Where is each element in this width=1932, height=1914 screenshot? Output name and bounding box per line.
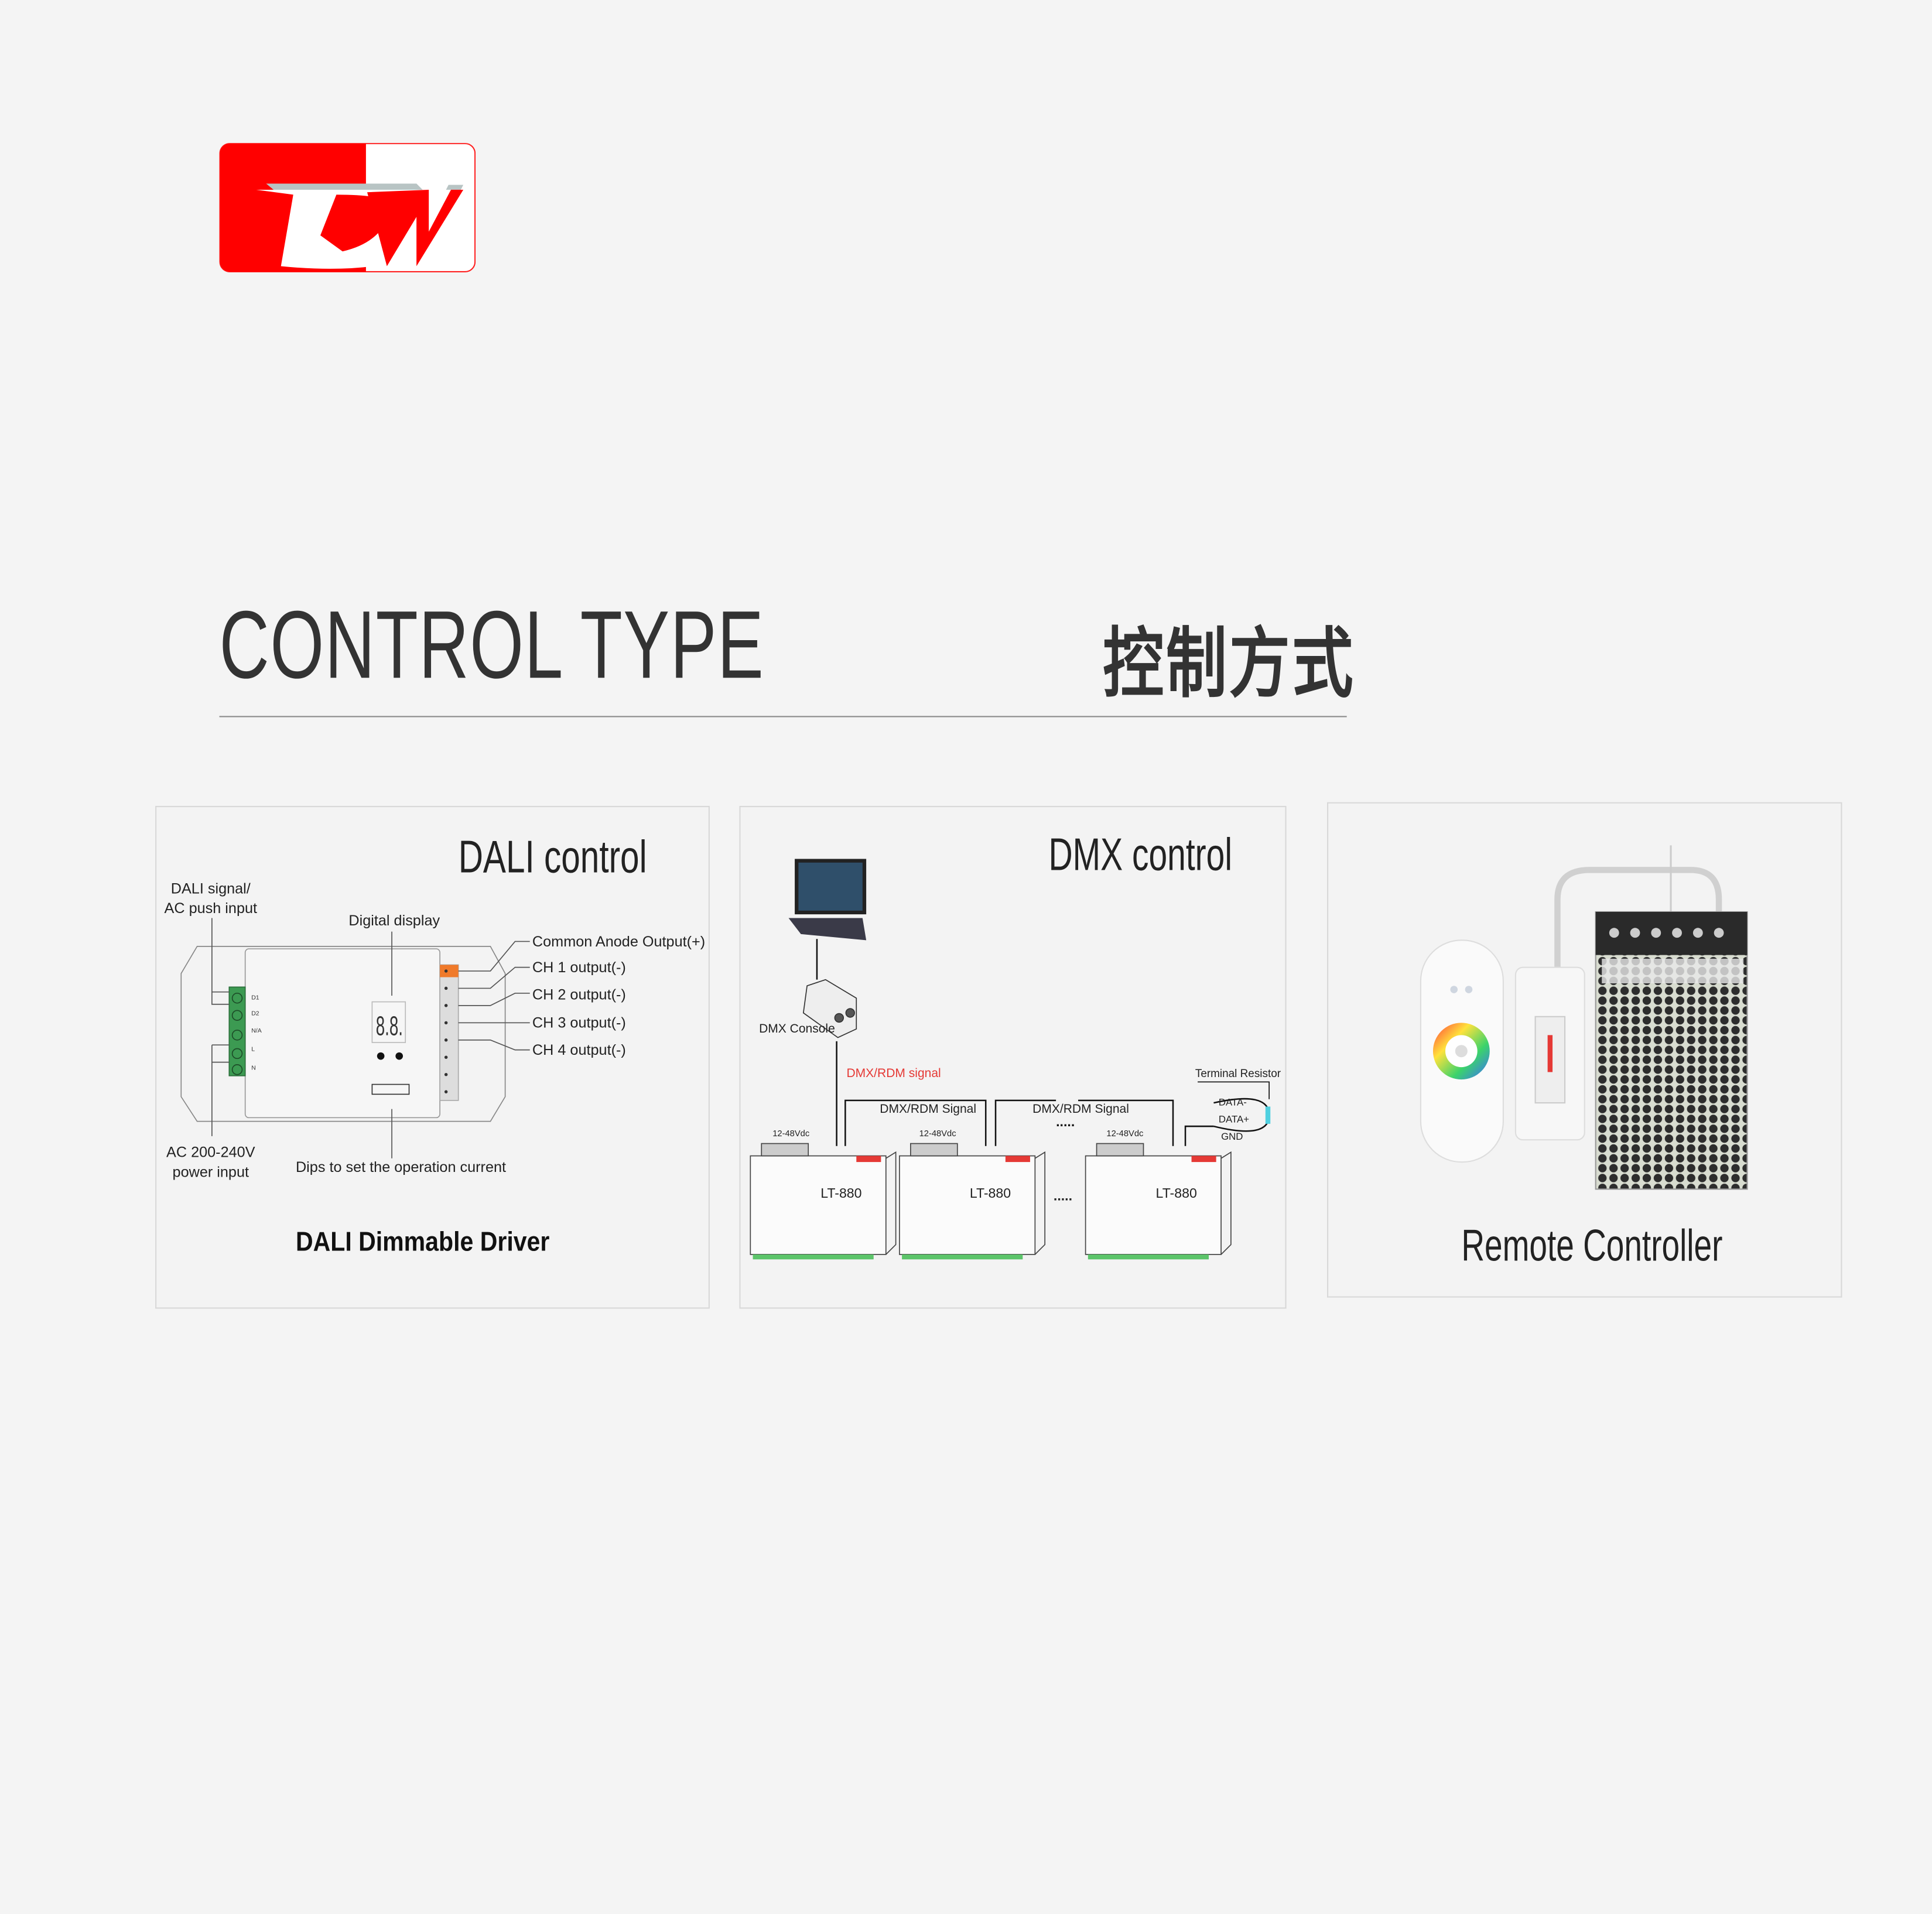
dali-title: DALI control xyxy=(459,832,647,883)
data-plus-label: DATA+ xyxy=(1219,1114,1249,1125)
svg-text:D1: D1 xyxy=(251,994,259,1001)
unit-model: LT-880 xyxy=(820,1185,861,1201)
svg-text:D2: D2 xyxy=(251,1010,259,1017)
laptop-icon xyxy=(788,859,867,941)
terminal-resistor-label: Terminal Resistor xyxy=(1195,1068,1281,1080)
dmx-console-icon xyxy=(802,979,857,1038)
lt880-unit xyxy=(750,1143,897,1260)
svg-text:N/A: N/A xyxy=(251,1027,262,1034)
digital-display-value: 8.8. xyxy=(376,1010,403,1041)
svg-text:L: L xyxy=(251,1046,255,1053)
output-ch1: CH 1 output(-) xyxy=(532,959,626,976)
ellipsis-units: ..... xyxy=(1054,1188,1072,1203)
dmx-rdm-signal-1: DMX/RDM Signal xyxy=(880,1102,976,1116)
driver-name: DALI Dimmable Driver xyxy=(296,1226,549,1257)
voltage-label: 12-48Vdc xyxy=(772,1129,809,1139)
lt880-unit xyxy=(899,1143,1046,1260)
output-ch3: CH 3 output(-) xyxy=(532,1015,626,1031)
digital-display-label: Digital display xyxy=(348,912,440,929)
dali-signal-label-2: AC push input xyxy=(165,900,258,917)
dips-label: Dips to set the operation current xyxy=(296,1159,506,1175)
dmx-diagram: DMX control DMX Console DMX/RDM signal .… xyxy=(750,829,1281,1260)
power-supply-icon xyxy=(1595,911,1748,1190)
dmx-rdm-signal-2: DMX/RDM Signal xyxy=(1032,1102,1129,1116)
dmx-title: DMX control xyxy=(1049,829,1232,880)
output-ch2: CH 2 output(-) xyxy=(532,986,626,1003)
dmx-console-label: DMX Console xyxy=(759,1022,835,1035)
divider xyxy=(219,716,1347,717)
svg-text:N: N xyxy=(251,1064,256,1071)
power-input-label: AC 200-240V xyxy=(166,1144,255,1161)
remote-control-icon xyxy=(1420,939,1504,1163)
remote-diagram: Remote Controller xyxy=(1420,845,1748,1270)
page-title-chinese: 控制方式 xyxy=(1103,618,1356,709)
remote-title: Remote Controller xyxy=(1461,1221,1722,1270)
output-common-anode: Common Anode Output(+) xyxy=(532,934,705,950)
dali-diagram: DALI control DALI signal/ AC push input … xyxy=(165,832,706,1257)
voltage-label: 12-48Vdc xyxy=(919,1129,956,1139)
dmx-rdm-signal-red: DMX/RDM signal xyxy=(846,1067,941,1080)
page-title: CONTROL TYPE xyxy=(219,590,765,699)
output-ch4: CH 4 output(-) xyxy=(532,1042,626,1058)
dali-signal-label: DALI signal/ xyxy=(171,880,251,897)
receiver-icon xyxy=(1514,966,1585,1141)
gnd-label: GND xyxy=(1221,1131,1243,1142)
unit-model: LT-880 xyxy=(1156,1185,1197,1201)
voltage-label: 12-48Vdc xyxy=(1106,1129,1143,1139)
ellipsis-cable: ..... xyxy=(1056,1114,1075,1129)
unit-model: LT-880 xyxy=(970,1185,1011,1201)
brand-logo xyxy=(219,143,476,272)
power-input-label-2: power input xyxy=(173,1164,249,1180)
data-minus-label: DATA- xyxy=(1219,1096,1247,1108)
lt880-unit xyxy=(1085,1143,1232,1260)
